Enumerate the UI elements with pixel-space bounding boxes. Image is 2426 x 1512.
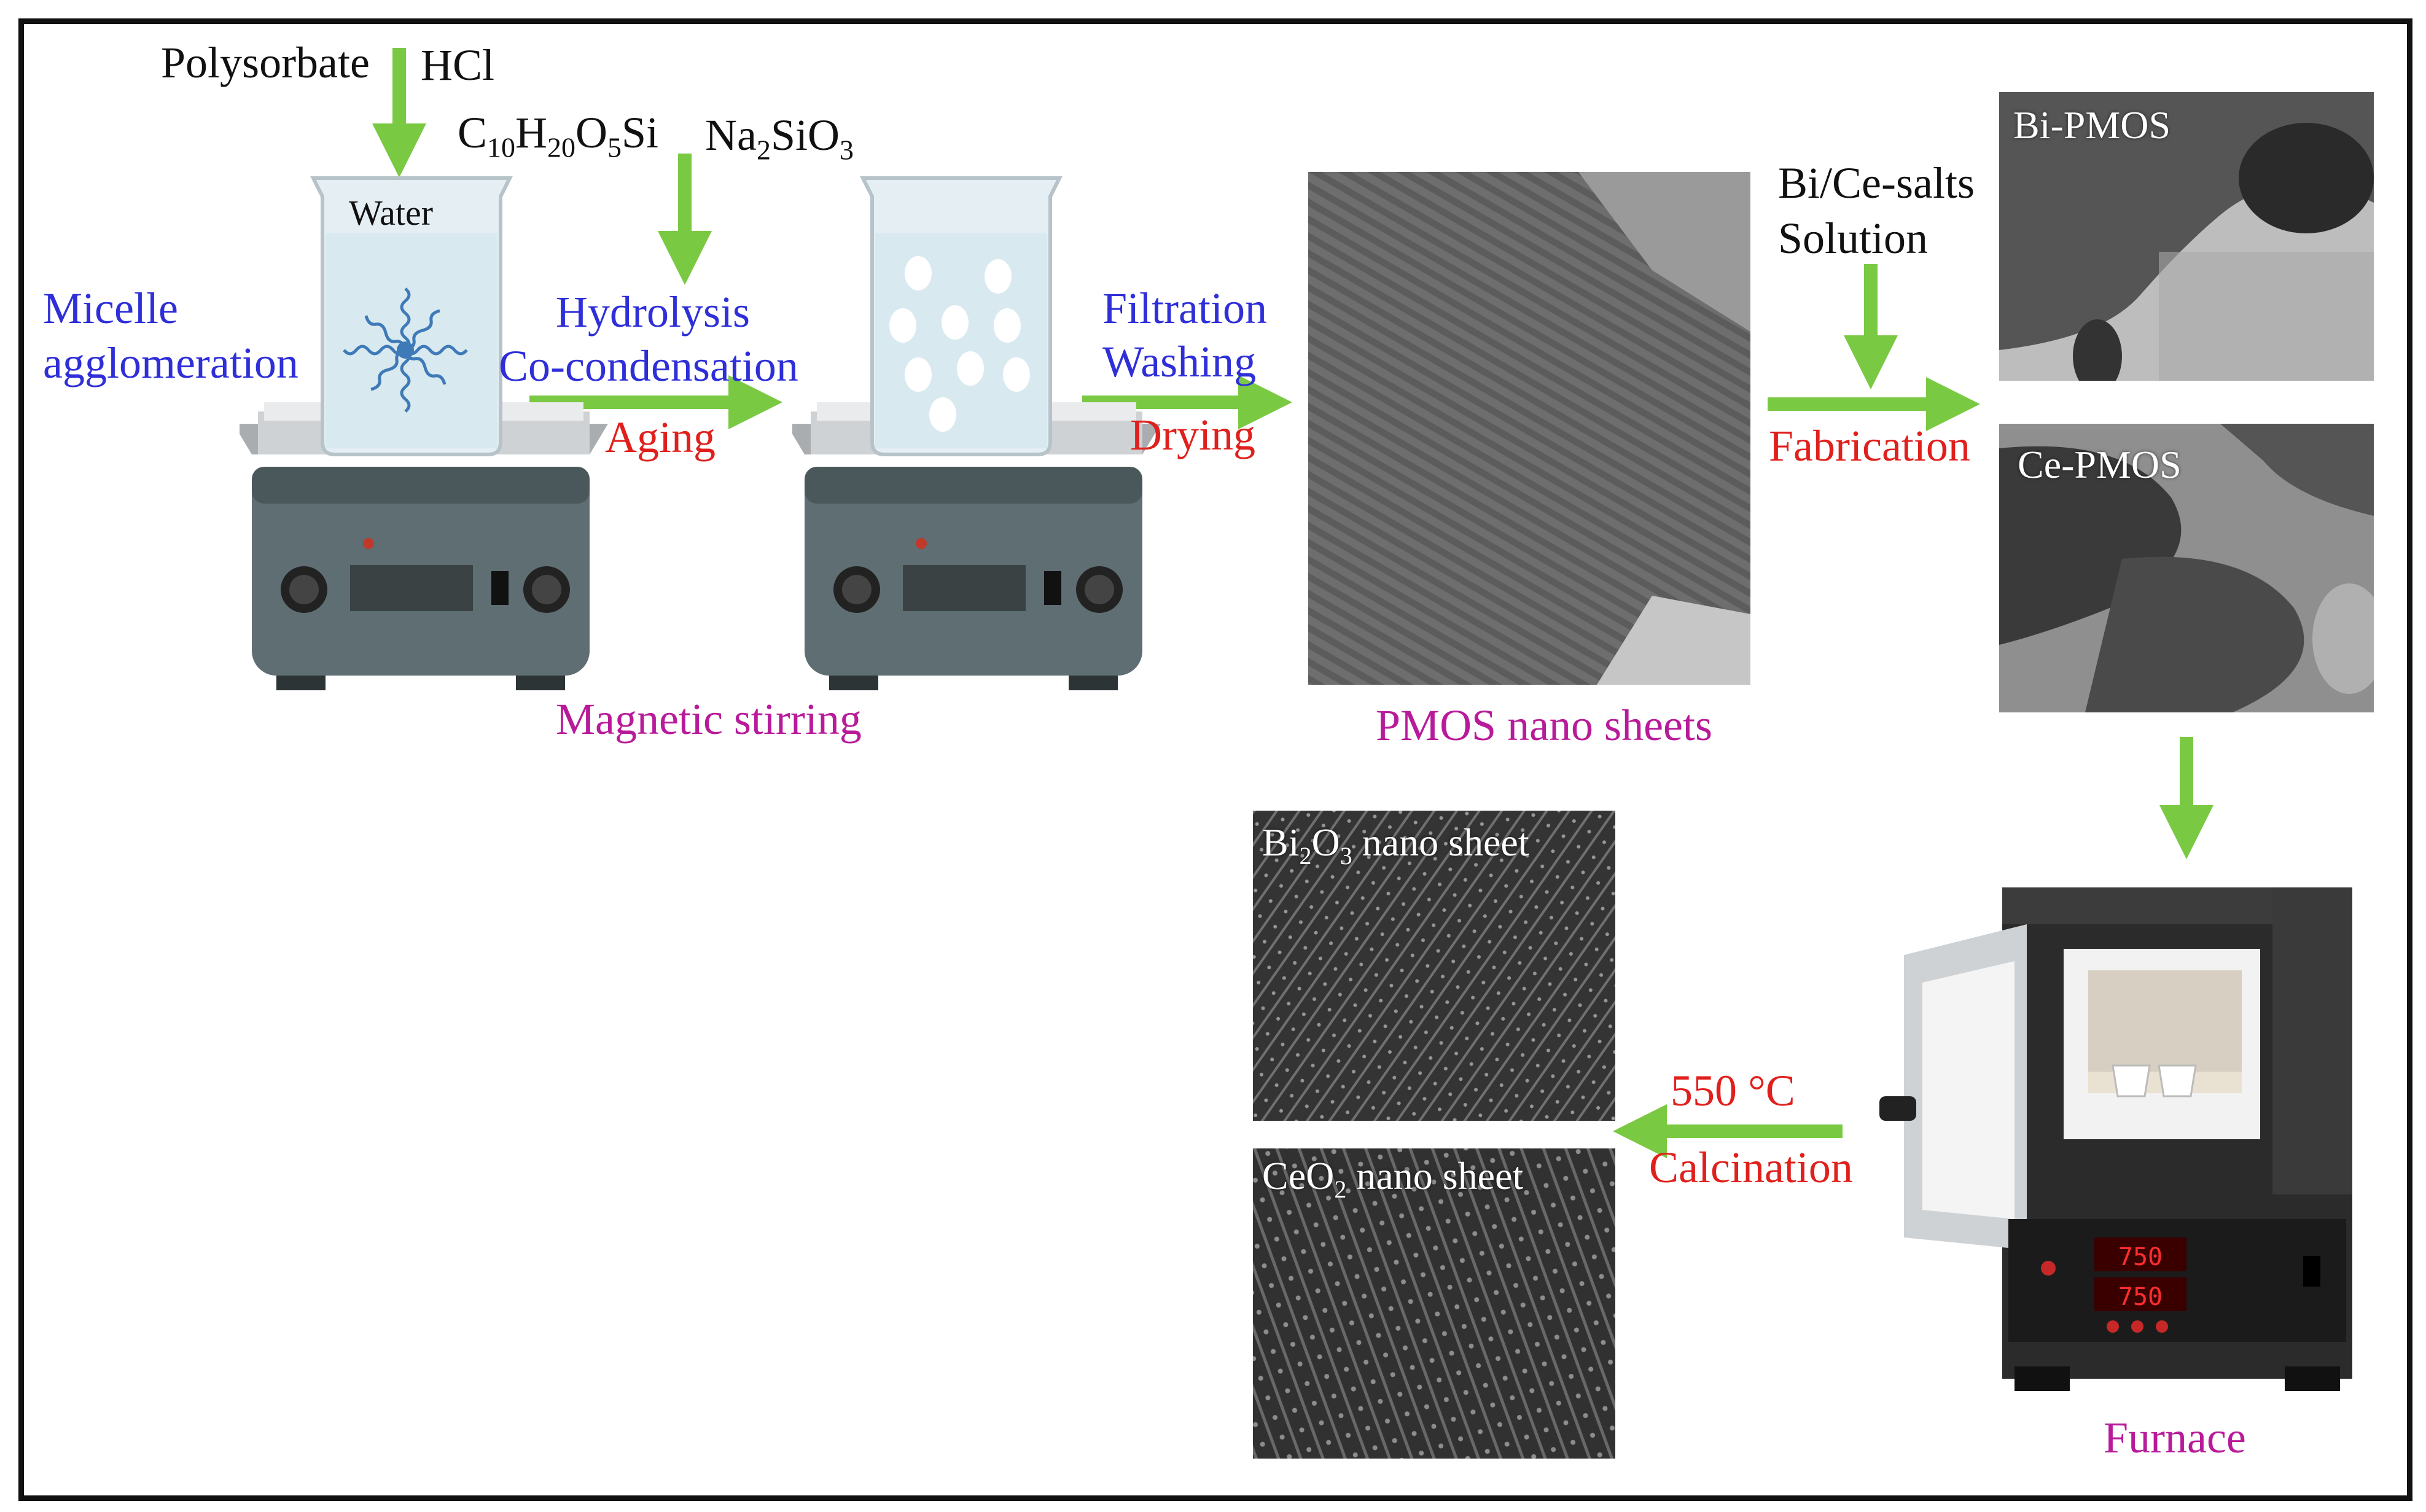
beaker-label-water: Water — [349, 193, 434, 233]
ce-pmos-tem-image — [1999, 424, 2374, 712]
caption-furnace: Furnace — [2104, 1413, 2246, 1462]
magnetic-stirrer-icon — [240, 402, 608, 690]
condition-aging: Aging — [605, 413, 716, 462]
micelle-label-line1: Micelle — [43, 284, 178, 333]
process-washing: Washing — [1102, 337, 1257, 386]
furnace-display-top: 750 — [2118, 1243, 2163, 1271]
reagent-tetraacetoxysilane: C10H20O5Si — [458, 108, 659, 163]
condition-drying: Drying — [1130, 410, 1255, 459]
reagent-sodium-silicate: Na2SiO3 — [705, 111, 854, 166]
bi2o3-nano-sheet-label: Bi2O3 nano sheet — [1262, 820, 1529, 870]
furnace-display-bottom: 750 — [2118, 1283, 2163, 1311]
bi-pmos-label: Bi-PMOS — [2013, 103, 2171, 147]
bi2o3-sem-image — [1253, 811, 1615, 1121]
furnace-icon: 750 750 — [1879, 887, 2352, 1391]
micelle-icon — [343, 287, 468, 413]
process-co-condensation: Co-condensation — [499, 341, 798, 391]
reagent-solution: Solution — [1778, 214, 1929, 263]
caption-pmos-nano-sheets: PMOS nano sheets — [1376, 701, 1713, 750]
temperature-550: 550 °C — [1671, 1066, 1795, 1115]
beaker-icon — [860, 176, 1063, 456]
pmos-tem-image — [1308, 172, 1750, 685]
process-calcination: Calcination — [1649, 1143, 1853, 1192]
reagent-hcl: HCl — [421, 41, 495, 90]
beaker-icon — [310, 176, 513, 456]
crucible-icon — [2112, 1064, 2197, 1097]
bi-pmos-tem-image — [1999, 92, 2374, 381]
ceo2-sem-image — [1253, 1148, 1615, 1459]
reagent-bi-ce-salts: Bi/Ce-salts — [1778, 158, 1975, 208]
ce-pmos-label: Ce-PMOS — [2018, 443, 2182, 486]
micelle-label-line2: agglomeration — [43, 338, 298, 388]
process-hydrolysis: Hydrolysis — [556, 287, 751, 337]
process-filtration: Filtration — [1102, 284, 1267, 333]
reagent-polysorbate: Polysorbate — [161, 38, 370, 87]
process-fabrication: Fabrication — [1769, 421, 1970, 470]
ceo2-nano-sheet-label: CeO2 nano sheet — [1262, 1154, 1524, 1203]
caption-magnetic-stirring: Magnetic stirring — [556, 695, 862, 744]
